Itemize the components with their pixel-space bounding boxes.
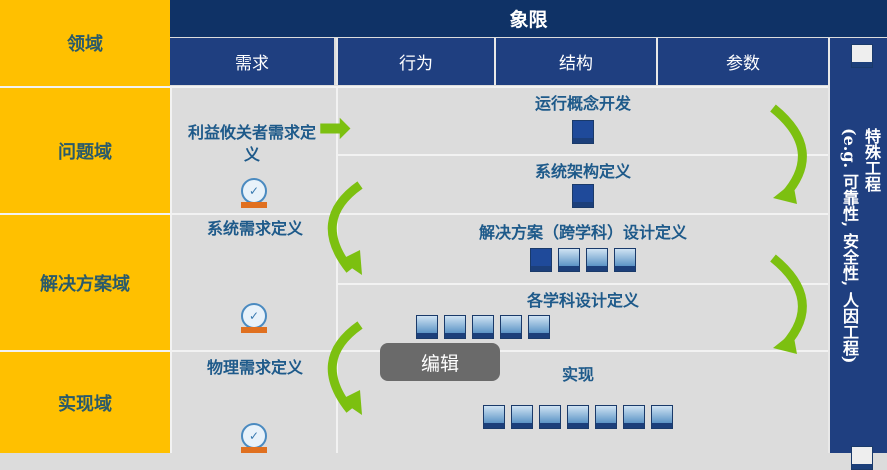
domain-solution: 解决方案域 — [0, 215, 170, 350]
diagram-icon — [530, 248, 552, 272]
curved-arrow-icon — [327, 321, 363, 415]
stage-icons — [338, 120, 828, 148]
stage-icons — [338, 405, 818, 433]
diagram-icon — [572, 184, 594, 208]
model-icon — [500, 315, 522, 339]
req-physical: 物理需求定义 — [206, 358, 303, 377]
stage-architecture: 系统架构定义 — [534, 162, 631, 181]
divider — [336, 154, 828, 156]
curved-arrow-icon — [770, 104, 807, 204]
divider — [336, 283, 828, 285]
domain-header: 领域 — [0, 0, 170, 86]
stage-concept: 运行概念开发 — [534, 94, 631, 113]
model-icon — [444, 315, 466, 339]
model-icon — [472, 315, 494, 339]
specialty-title: 特殊工程 — [862, 128, 881, 192]
specialty-examples: (e.g. 可靠性, 安全性, 人因工程) — [840, 128, 859, 364]
divider — [0, 86, 828, 88]
divider — [170, 86, 172, 453]
curved-arrow-icon — [327, 181, 363, 275]
model-icon — [511, 405, 533, 429]
specialty-icon — [851, 44, 873, 68]
model-icon — [528, 315, 550, 339]
col-structure: 结构 — [494, 38, 656, 85]
specialty-icon-bottom — [851, 446, 873, 470]
divider — [336, 86, 338, 453]
stage-discipline-design: 各学科设计定义 — [526, 291, 639, 310]
requirement-check-icon: ✓ — [241, 303, 267, 333]
req-system: 系统需求定义 — [206, 219, 303, 238]
model-icon — [416, 315, 438, 339]
edit-button[interactable]: 编辑 — [380, 343, 500, 381]
domain-problem: 问题域 — [0, 88, 170, 213]
diagram-icon — [572, 120, 594, 144]
stage-icons — [338, 248, 828, 276]
quadrant-header: 象限 — [170, 0, 887, 37]
model-icon — [651, 405, 673, 429]
col-behavior: 行为 — [336, 38, 494, 85]
stage-implementation: 实现 — [561, 365, 594, 384]
col-requirements: 需求 — [170, 38, 334, 85]
model-icon — [586, 248, 608, 272]
col-parameters: 参数 — [656, 38, 828, 85]
stage-solution-design: 解决方案（跨学科）设计定义 — [478, 223, 687, 242]
divider — [0, 213, 828, 215]
requirement-check-icon: ✓ — [241, 423, 267, 453]
model-icon — [595, 405, 617, 429]
stage-icons — [338, 184, 828, 212]
model-icon — [558, 248, 580, 272]
model-icon — [567, 405, 589, 429]
requirement-check-icon: ✓ — [241, 178, 267, 208]
arrow-right-icon: ➡ — [318, 105, 352, 151]
domain-implementation: 实现域 — [0, 352, 170, 453]
model-icon — [483, 405, 505, 429]
model-icon — [539, 405, 561, 429]
curved-arrow-icon — [770, 254, 807, 354]
model-icon — [623, 405, 645, 429]
model-icon — [614, 248, 636, 272]
stage-icons — [338, 315, 628, 343]
req-stakeholder: 利益攸关者需求定义 — [187, 123, 316, 164]
specialty-engineering-column: 特殊工程 (e.g. 可靠性, 安全性, 人因工程) — [828, 38, 887, 470]
